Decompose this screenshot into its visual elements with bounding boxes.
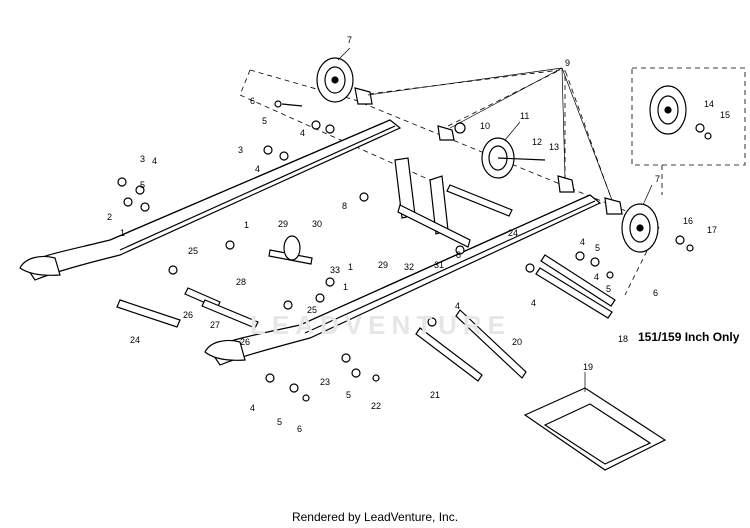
callout-8: 8 [456,250,461,260]
callout-1: 1 [343,282,348,292]
wear-strip [523,387,667,471]
callout-5: 5 [277,417,282,427]
callout-1: 1 [348,262,353,272]
note-151-159: 151/159 Inch Only [638,330,740,344]
callout-33: 33 [330,265,340,275]
callout-26: 26 [240,337,250,347]
callout-10: 10 [480,121,490,131]
callout-3: 3 [140,154,145,164]
swing-arm [283,157,471,261]
callout-3: 3 [238,145,243,155]
callout-6: 6 [250,96,255,106]
callout-8: 8 [342,201,347,211]
callout-19: 19 [583,362,593,372]
callout-32: 32 [404,262,414,272]
callout-5: 5 [140,180,145,190]
callout-28: 28 [236,277,246,287]
callout-1: 1 [244,220,249,230]
callout-4: 4 [580,237,585,247]
callout-14: 14 [704,99,714,109]
right-rail [204,194,602,366]
footer-credit: Rendered by LeadVenture, Inc. [291,510,459,524]
callout-29: 29 [378,260,388,270]
callout-1: 1 [120,228,125,238]
idler-wheel-upper [316,57,354,103]
callout-24: 24 [130,335,140,345]
callout-29: 29 [278,219,288,229]
callout-31: 31 [434,260,444,270]
callout-4: 4 [531,298,536,308]
callout-5: 5 [262,116,267,126]
callout-25: 25 [188,246,198,256]
callout-2: 2 [107,212,112,222]
callout-16: 16 [683,216,693,226]
idler-wheel-inset [649,85,712,140]
callout-27: 27 [210,320,220,330]
callout-4: 4 [300,128,305,138]
callout-20: 20 [512,337,522,347]
callout-11: 11 [520,111,529,121]
callout-30: 30 [312,219,322,229]
callout-26: 26 [183,310,193,320]
left-rail [19,119,402,281]
callout-9: 9 [565,58,570,68]
watermark: LEADVENTURE [250,310,512,340]
callout-4: 4 [152,156,157,166]
idler-wheel-middle [481,137,546,179]
callout-17: 17 [707,225,717,235]
callout-12: 12 [532,137,542,147]
callout-6: 6 [653,288,658,298]
cross-shafts [116,184,616,382]
idler-wheel-right [621,203,659,253]
callout-4: 4 [250,403,255,413]
callout-4: 4 [455,301,460,311]
callout-5: 5 [346,390,351,400]
callout-13: 13 [549,142,559,152]
callout-4: 4 [255,164,260,174]
callout-5: 5 [595,243,600,253]
callout-labels: 7 9 6 5 4 10 11 12 13 3 4 3 4 5 2 1 8 1 … [107,35,730,434]
callout-25: 25 [307,305,317,315]
callout-24: 24 [508,228,518,238]
callout-23: 23 [320,377,330,387]
callout-6: 6 [297,424,302,434]
callout-5: 5 [606,284,611,294]
hardware [117,87,694,402]
callout-7: 7 [655,174,660,184]
leader-lines [337,47,653,392]
callout-15: 15 [720,110,730,120]
callout-22: 22 [371,401,381,411]
callout-18: 18 [618,334,628,344]
callout-4: 4 [594,272,599,282]
callout-7: 7 [347,35,352,45]
callout-21: 21 [430,390,440,400]
